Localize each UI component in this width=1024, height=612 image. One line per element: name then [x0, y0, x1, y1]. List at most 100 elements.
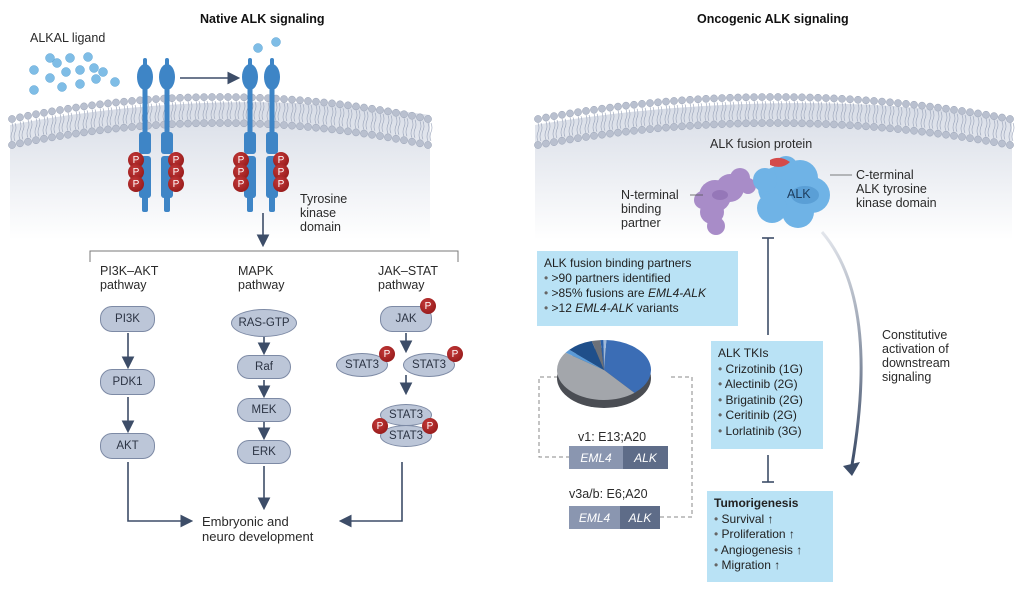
- lipid-tail: [656, 106, 663, 125]
- receptor-extracellular-domain: [264, 64, 280, 90]
- lipid-head: [910, 126, 918, 135]
- item-text: >12: [551, 301, 576, 315]
- constitutive-activation-label: Constitutive activation of downstream si…: [882, 328, 950, 384]
- lipid-tail: [10, 122, 17, 142]
- variant-v3-label: v3a/b: E6;A20: [569, 487, 648, 501]
- lipid-head: [686, 95, 694, 104]
- right-panel-title: Oncogenic ALK signaling: [697, 12, 849, 26]
- lipid-head: [750, 93, 758, 102]
- lipid-head: [56, 132, 64, 140]
- phospho-site: P: [273, 176, 289, 192]
- item-text: >85% fusions are: [551, 286, 648, 300]
- label-line: Embryonic and: [202, 514, 289, 529]
- lipid-head: [152, 95, 160, 103]
- lipid-head: [88, 101, 96, 110]
- lipid-head: [990, 112, 998, 120]
- lipid-tail: [234, 101, 241, 120]
- lipid-tail: [640, 107, 647, 127]
- lipid-tail: [576, 116, 583, 135]
- lipid-head: [974, 135, 982, 144]
- lipid-head: [288, 121, 296, 130]
- lipid-head: [950, 105, 958, 114]
- lipid-head: [622, 101, 630, 110]
- lipid-head: [1006, 115, 1014, 123]
- lipid-tail: [712, 102, 719, 121]
- lipid-tail: [258, 101, 265, 120]
- lipid-head: [8, 141, 16, 149]
- lipid-tail: [864, 104, 871, 123]
- label-line: N-terminal: [621, 188, 679, 202]
- lipid-tail: [114, 106, 121, 125]
- receptor-tail: [269, 196, 275, 212]
- lipid-tail: [354, 110, 361, 129]
- lipid-head: [662, 123, 670, 132]
- lipid-tail: [178, 101, 185, 120]
- lipid-tail: [50, 115, 57, 134]
- ligand-molecule: [45, 53, 55, 63]
- label-line: Constitutive: [882, 328, 948, 342]
- receptor-extracellular-domain: [159, 64, 175, 90]
- lipid-head: [32, 136, 40, 145]
- lipid-tail: [760, 100, 767, 120]
- item-gene: EML4-ALK: [575, 301, 634, 315]
- tumorigenesis-item: Proliferation ↑: [714, 527, 826, 543]
- lipid-head: [678, 96, 686, 105]
- lipid-head: [790, 93, 798, 102]
- ligand-molecule: [52, 58, 62, 68]
- receptor-extracellular-domain: [242, 64, 258, 90]
- lipid-head: [16, 139, 24, 148]
- lipid-tail: [418, 121, 425, 140]
- lipid-head: [686, 121, 694, 130]
- lipid-head: [384, 107, 392, 116]
- lipid-head: [176, 119, 184, 128]
- pathway-bracket: [89, 250, 459, 262]
- lipid-tail: [968, 116, 975, 135]
- pie-slice-other-5: [603, 340, 607, 370]
- lipid-head: [590, 105, 598, 114]
- lipid-head: [782, 93, 790, 101]
- lipid-head: [966, 134, 974, 143]
- lipid-tail: [920, 109, 927, 128]
- lipid-head: [654, 98, 662, 107]
- variant-v1-fusion-bar: EML4 ALK: [569, 446, 668, 469]
- receptor-tip: [270, 58, 274, 70]
- lipid-head: [886, 124, 894, 133]
- lipid-tail: [346, 109, 353, 128]
- item-text: >90 partners identified: [551, 271, 671, 285]
- lipid-tail: [90, 109, 97, 128]
- lipid-tail: [202, 101, 209, 120]
- lipid-tail: [608, 111, 615, 130]
- lipid-tail: [66, 112, 73, 131]
- lipid-tail: [736, 101, 743, 120]
- ligand-molecule: [91, 74, 101, 84]
- lipid-head: [582, 133, 590, 141]
- lipid-tail: [378, 113, 385, 133]
- lipid-head: [400, 110, 408, 119]
- lipid-tail: [74, 111, 81, 130]
- lipid-head: [534, 141, 542, 149]
- lipid-head: [80, 102, 88, 111]
- lipid-head: [152, 121, 160, 129]
- lipid-tail: [394, 116, 401, 135]
- lipid-tail: [26, 119, 33, 138]
- label-line: JAK–STAT: [378, 264, 438, 278]
- lipid-head: [558, 136, 566, 145]
- item-text: variants: [633, 301, 679, 315]
- lipid-head: [718, 94, 726, 102]
- left-cytoplasm: [10, 102, 430, 240]
- lipid-head: [878, 97, 886, 106]
- lipid-tail: [800, 101, 807, 120]
- lipid-head: [574, 134, 582, 143]
- lipid-head: [48, 107, 56, 116]
- lipid-head: [558, 110, 566, 119]
- lipid-head: [606, 103, 614, 112]
- lipid-head: [352, 102, 360, 111]
- lipid-head: [590, 131, 598, 140]
- lipid-head: [798, 119, 806, 128]
- lipid-head: [104, 125, 112, 134]
- lipid-head: [240, 93, 248, 102]
- lipid-head: [232, 119, 240, 127]
- lipid-head: [184, 119, 192, 128]
- lipid-head: [750, 119, 758, 128]
